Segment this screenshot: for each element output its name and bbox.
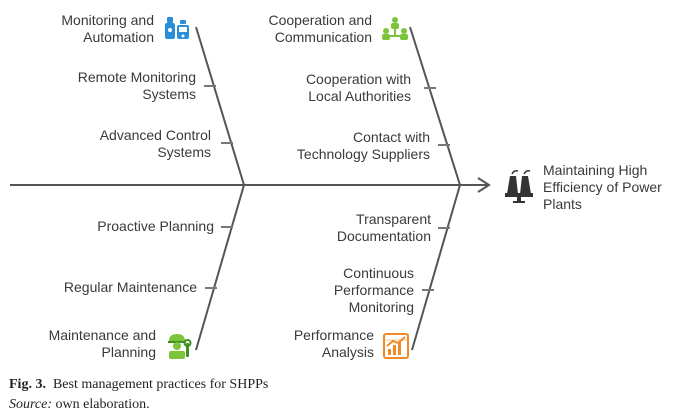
bone-performance-analysis — [411, 184, 461, 351]
spine-arrowhead — [477, 177, 491, 193]
category-label-cooperation-communication: Cooperation and Communication — [268, 12, 372, 45]
category-label-performance-analysis: Performance Analysis — [293, 327, 374, 360]
power-plant-icon — [505, 170, 533, 203]
source-line: Source: own elaboration. — [9, 397, 150, 413]
cause-label-regular-maintenance: Regular Maintenance — [63, 279, 197, 295]
bone-cooperation-communication — [409, 26, 461, 186]
control-panel-icon — [165, 17, 189, 39]
cause-label-advanced-control: Advanced Control Systems — [99, 127, 211, 160]
cause-label-remote-monitoring: Remote Monitoring Systems — [77, 69, 196, 102]
cause-label-technology-suppliers: Contact with Technology Suppliers — [296, 129, 430, 162]
cause-label-proactive-planning: Proactive Planning — [97, 218, 214, 234]
chart-analysis-icon — [383, 333, 409, 359]
category-label-monitoring-automation: Monitoring and Automation — [61, 12, 154, 45]
people-network-icon — [382, 17, 408, 40]
cause-label-continuous-monitoring: Continuous Performance Monitoring — [333, 265, 414, 315]
cause-label-local-authorities: Cooperation with Local Authorities — [305, 71, 411, 104]
bone-maintenance-planning — [195, 184, 245, 351]
figure-label: Fig. 3. — [9, 377, 46, 392]
bone-monitoring-automation — [195, 26, 245, 186]
worker-wrench-icon — [168, 334, 192, 359]
source-label: Source: — [9, 397, 53, 412]
figure-title: Best management practices for SHPPs — [52, 377, 269, 392]
cause-label-transparent-documentation: Transparent Documentation — [336, 211, 431, 244]
effect-label: Maintaining High Efficiency of Power Pla… — [543, 162, 662, 212]
source-text: own elaboration. — [55, 397, 150, 412]
figure-caption: Fig. 3. Best management practices for SH… — [9, 377, 268, 393]
category-label-maintenance-planning: Maintenance and Planning — [48, 327, 156, 360]
